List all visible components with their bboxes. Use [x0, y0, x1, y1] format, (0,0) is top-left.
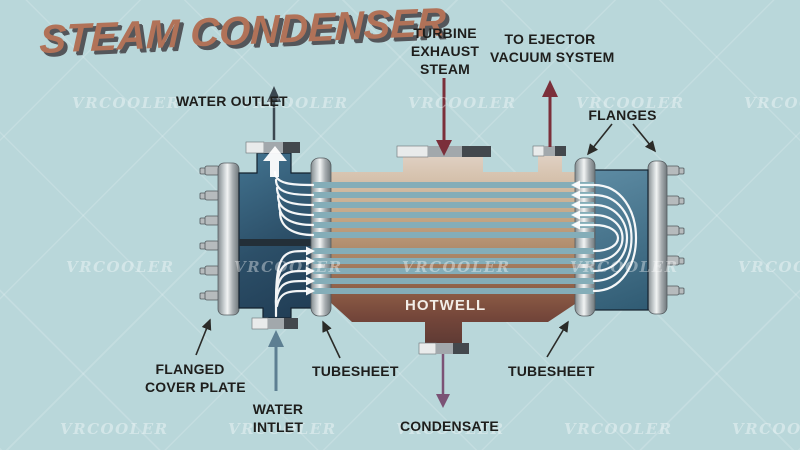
- label-turbine-exhaust-steam: TURBINE EXHAUST STEAM: [410, 25, 480, 77]
- label-tubesheet-right: TUBESHEET: [508, 363, 595, 379]
- ejector-flange: [532, 145, 566, 157]
- label-flanged-cover-plate: FLANGED COVER PLATE: [145, 361, 246, 395]
- water-flow-arrowheads: [263, 146, 580, 296]
- water-outlet-arrow: [267, 86, 281, 140]
- label-condensate: CONDENSATE: [400, 418, 499, 434]
- label-water-outlet: WATER OUTLET: [176, 93, 288, 109]
- turbine-exhaust-steam-arrow: [436, 78, 452, 156]
- label-to-ejector-vacuum-system: TO EJECTOR VACUUM SYSTEM: [490, 31, 615, 65]
- ejector-vacuum-arrow: [542, 80, 558, 147]
- cover-plate-bolts: [199, 165, 220, 301]
- ejector-nozzle: [538, 156, 562, 173]
- right-end-plate-bolts: [664, 165, 685, 296]
- water-outlet-flange: [245, 141, 300, 154]
- tube-bundle: [313, 182, 594, 294]
- label-pointer-arrows: [195, 123, 657, 359]
- steam-inlet-nozzle: [403, 156, 483, 173]
- condensate-drain-flange: [418, 342, 469, 355]
- water-inlet-flange: [251, 317, 298, 330]
- right-flanged-end-plate: [647, 160, 668, 315]
- condensate-arrow: [436, 354, 450, 408]
- right-water-box: [593, 169, 649, 311]
- pass-partition-plate: [239, 239, 312, 246]
- label-hotwell: HOTWELL: [405, 297, 487, 314]
- label-flanges: FLANGES: [588, 107, 657, 123]
- label-tubesheet-left: TUBESHEET: [312, 363, 399, 379]
- label-water-inlet: WATER INTLET: [252, 401, 304, 435]
- flanged-cover-plate: [217, 162, 240, 316]
- water-inlet-arrow: [268, 330, 284, 391]
